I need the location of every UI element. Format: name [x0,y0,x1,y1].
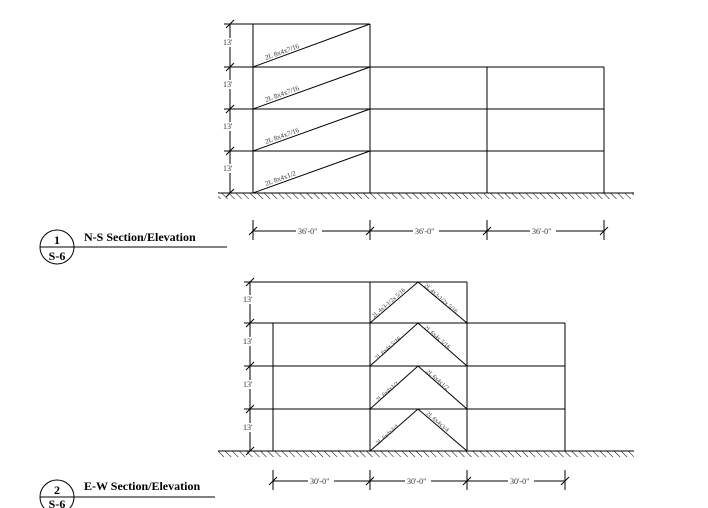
ns-brace [252,150,371,194]
ew-chevron-brace [369,365,468,410]
ns-tick [599,226,609,236]
ns-tick [248,226,258,236]
ns-story-height: 13' [223,122,233,131]
ns-tick [482,226,492,236]
detail-number: 1 [54,233,60,247]
ns-tick [365,226,375,236]
ew-bay-dimension: 30'-0" [407,477,426,486]
ew-brace-label: 2L 6x4x3/4 [425,411,450,434]
ew-tick [245,277,255,287]
ew-chevron-brace [369,408,468,452]
ns-tick [225,146,235,156]
ns-tick [225,19,235,29]
ew-ground-hatch [218,451,634,457]
ns-story-height: 13' [223,38,233,47]
ew-tick [462,476,472,486]
ew-bay-labels: 30'-0" 30'-0" 30'-0" [308,477,534,486]
ew-brace-label: 2L 6x4x 5/16 [423,325,451,351]
ew-tick [245,404,255,414]
ew-bay-dimension: 30'-0" [310,477,329,486]
ns-story-height: 13' [223,164,233,173]
ns-story-labels: 13' 13' 13' 13' [222,38,236,173]
ew-brace-labels-left: 2L 4x3-1/2x 5/16 2L 6x4x 5/16 2L 6x4x1/2… [371,288,406,447]
ew-brace-label: 2L 6x4x1/2 [425,369,450,392]
section-title: N-S Section/Elevation [84,230,196,244]
ew-story-height: 13' [243,337,253,346]
ew-tick [245,318,255,328]
ew-brace-label: 2L 4x3-1/2x 5/16 [371,288,406,320]
ew-brace-label: 2L 4x3-1/2x 5/16 [423,283,458,315]
ns-title-block: 1 S-6 N-S Section/Elevation [39,229,227,265]
ns-bay-dimension: 36'-0" [532,227,551,236]
ns-bay-dimension: 36'-0" [415,227,434,236]
ns-brace [252,23,371,68]
ew-brace-label: 2L 6x4x 5/16 [374,336,402,362]
ew-tick [365,476,375,486]
ew-story-height: 13' [243,380,253,389]
ns-tick [225,62,235,72]
ns-brace [252,108,371,152]
ns-brace-labels: 2L 8x4x7/16 2L 8x4x7/16 2L 8x4x7/16 2L 8… [264,42,301,188]
ns-bay-dimension: 36'-0" [298,227,317,236]
ns-tick [225,104,235,114]
ew-brace-labels-right: 2L 4x3-1/2x 5/16 2L 6x4x 5/16 2L 6x4x1/2… [423,283,458,434]
ns-ground-hatch [218,193,634,199]
ns-tick [225,188,235,198]
ew-elevation [218,277,634,490]
ew-story-height: 13' [243,295,253,304]
sheet-number: S-6 [49,497,66,508]
ew-tick [245,446,255,456]
section-title: E-W Section/Elevation [84,479,200,493]
sheet-number: S-6 [49,249,66,263]
ew-title-block: 2 S-6 E-W Section/Elevation [39,479,215,508]
ew-brace-label: 2L 6x4x3/4 [375,424,400,447]
ew-chevron-brace [369,322,468,367]
ns-story-height: 13' [223,80,233,89]
ew-brace-label: 2L 6x4x1/2 [375,381,400,404]
detail-number: 2 [54,483,60,497]
ew-tick [268,476,278,486]
ns-bay-labels: 36'-0" 36'-0" 36'-0" [296,227,556,236]
ew-bay-dimension: 30'-0" [510,477,529,486]
ew-story-height: 13' [243,423,253,432]
ew-story-labels: 13' 13' 13' 13' [242,295,256,432]
ew-tick [245,361,255,371]
ew-chevron-brace [369,281,468,324]
ew-tick [560,476,570,486]
ns-elevation [218,19,634,240]
ns-brace [252,66,371,110]
